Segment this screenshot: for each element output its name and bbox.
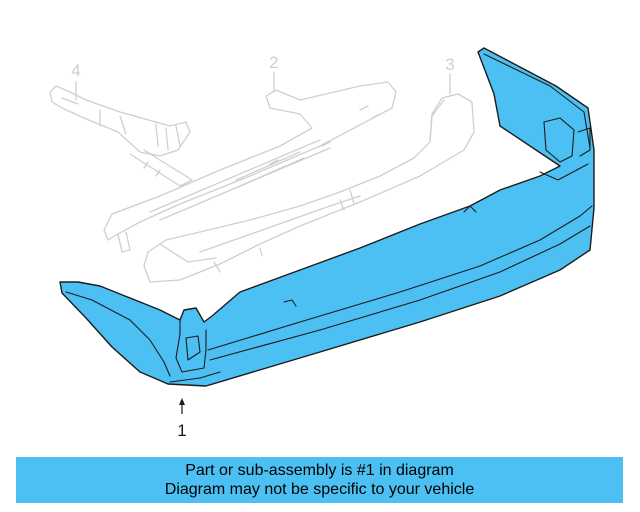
part-3-bumper — [143, 93, 475, 283]
callout-1: 1 — [177, 421, 186, 440]
parts-diagram: 4 2 3 1 — [49, 47, 595, 440]
callout-3: 3 — [445, 55, 454, 74]
banner-line-part-number: Part or sub-assembly is #1 in diagram — [185, 462, 454, 479]
callout-2: 2 — [269, 53, 278, 72]
banner-line-disclaimer: Diagram may not be specific to your vehi… — [164, 481, 475, 498]
part-info-banner: Part or sub-assembly is #1 in diagram Di… — [16, 457, 623, 503]
leader-lines — [75, 71, 451, 414]
callout-4: 4 — [71, 61, 80, 80]
part-1-rear-bumper — [59, 47, 595, 387]
part-2-reinforcement — [103, 81, 397, 253]
part-4-bracket — [49, 85, 193, 187]
